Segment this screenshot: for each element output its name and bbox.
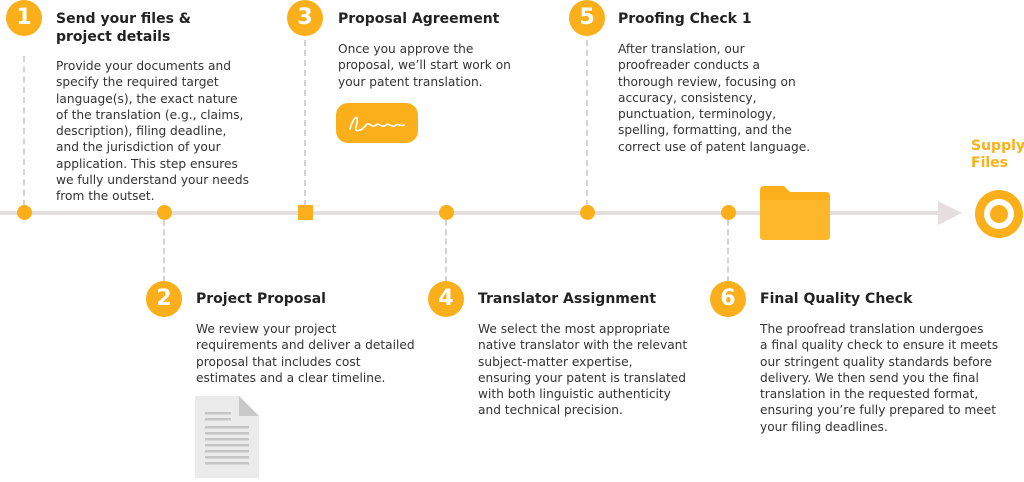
step-body-2: We review your project requirements and … xyxy=(196,322,415,385)
step-title-2: Project Proposal xyxy=(196,291,326,307)
document-icon xyxy=(195,396,259,482)
step-body-3: Once you approve the proposal, we’ll sta… xyxy=(338,42,511,89)
folder-icon xyxy=(760,186,830,244)
step-body-6: The proofread translation undergoes a fi… xyxy=(760,322,999,434)
step-title-3: Proposal Agreement xyxy=(338,11,500,27)
step-title-5: Proofing Check 1 xyxy=(618,11,752,27)
timeline-arrow-icon xyxy=(938,201,962,225)
connector-step-2 xyxy=(163,220,165,282)
target-icon xyxy=(975,190,1023,238)
step-title-1: Send your files & project details xyxy=(56,11,192,45)
connector-step-6 xyxy=(727,220,729,282)
end-label: Supply Files xyxy=(971,138,1024,171)
timeline-marker-4 xyxy=(439,205,454,220)
step-number-6: 6 xyxy=(710,281,746,317)
step-title-6: Final Quality Check xyxy=(760,291,913,307)
timeline-marker-6 xyxy=(721,205,736,220)
connector-step-5 xyxy=(586,40,588,206)
timeline-line xyxy=(0,211,945,215)
timeline-marker-2 xyxy=(157,205,172,220)
step-number-1: 1 xyxy=(6,0,42,36)
timeline-marker-5 xyxy=(580,205,595,220)
step-title-4: Translator Assignment xyxy=(478,291,657,307)
step-body-4: We select the most appropriate native tr… xyxy=(478,322,688,418)
step-number-2: 2 xyxy=(146,281,182,317)
connector-step-3 xyxy=(304,40,306,206)
step-body-1: Provide your documents and specify the r… xyxy=(56,59,249,204)
timeline-marker-1 xyxy=(17,205,32,220)
step-number-3: 3 xyxy=(287,0,323,36)
step-number-5: 5 xyxy=(569,0,605,36)
signature-icon xyxy=(336,103,418,143)
step-number-4: 4 xyxy=(428,281,464,317)
step-body-5: After translation, our proofreader condu… xyxy=(618,42,811,154)
timeline-marker-3 xyxy=(298,205,313,220)
connector-step-1 xyxy=(23,56,25,206)
connector-step-4 xyxy=(445,220,447,282)
